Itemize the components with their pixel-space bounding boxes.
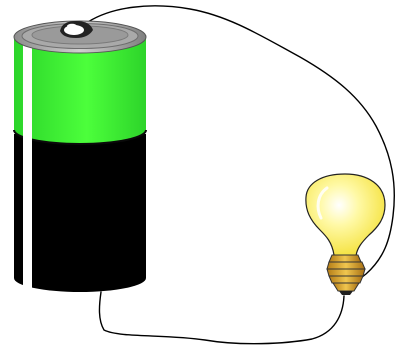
- battery-top-band: [14, 37, 146, 144]
- battery-highlight: [23, 43, 32, 289]
- wire-top-to-bulb: [87, 5, 396, 292]
- wire: [87, 5, 396, 345]
- battery-bottom-band: [14, 134, 146, 292]
- light-bulb: [305, 173, 386, 295]
- battery: [13, 20, 147, 292]
- wire-bottom-to-bulb: [98, 291, 345, 345]
- light-bulb-base: [326, 254, 366, 295]
- light-bulb-glass: [305, 173, 386, 257]
